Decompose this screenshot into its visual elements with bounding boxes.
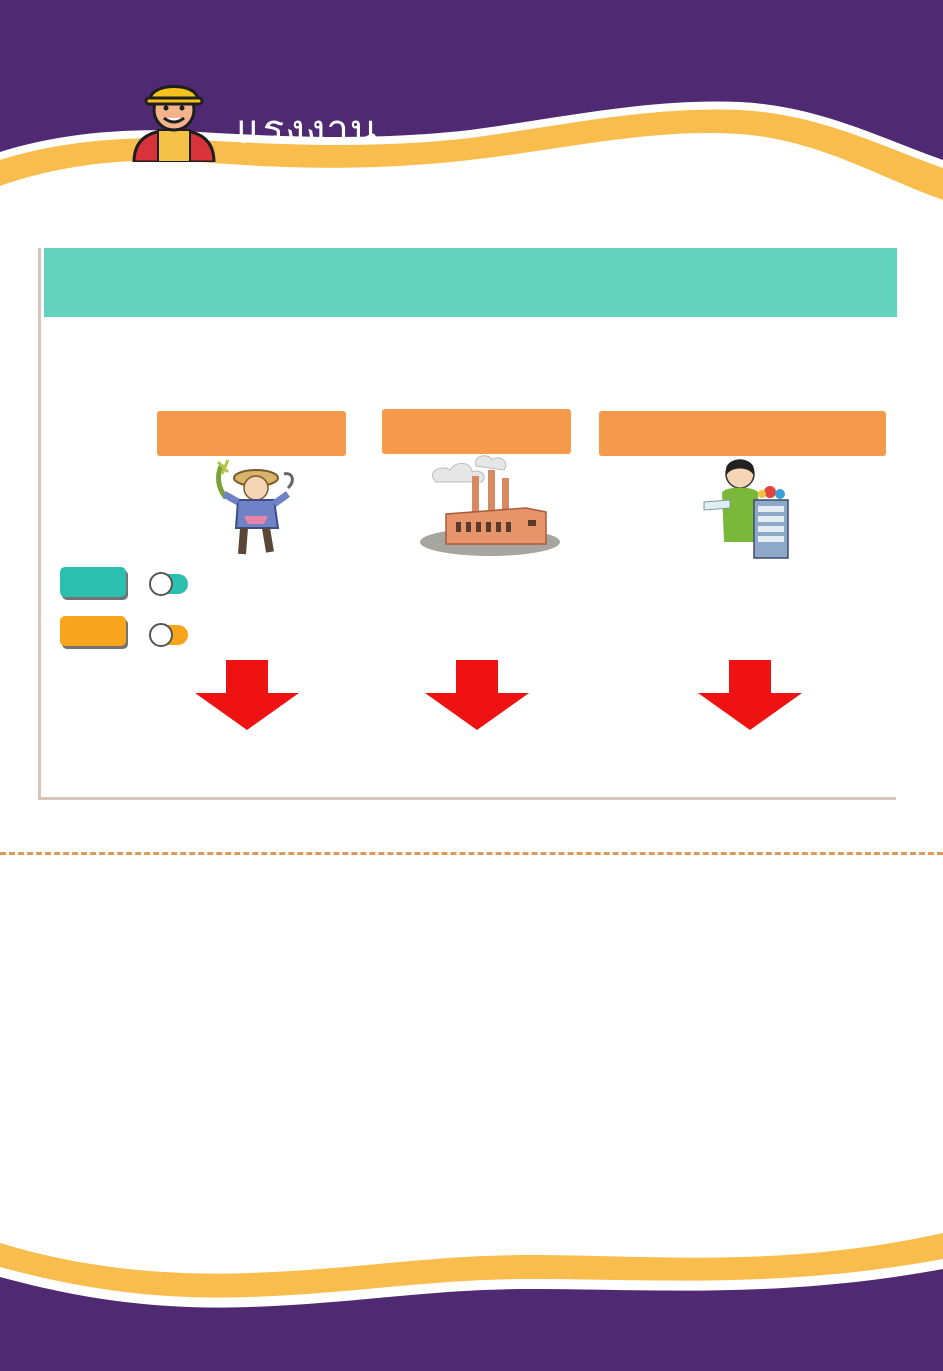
dashed-divider	[0, 852, 943, 855]
sector-label-industry	[382, 409, 571, 454]
sector-label-agriculture	[157, 411, 346, 456]
footer-wave-band	[0, 1233, 943, 1371]
content-panel	[38, 248, 896, 800]
toggle-icon	[149, 572, 188, 596]
legend-chip-teal	[60, 567, 126, 597]
page-title: แรงงาน	[236, 107, 379, 153]
factory-illustration	[420, 455, 560, 556]
down-arrow-icon	[195, 660, 299, 730]
toggle-icon	[149, 623, 188, 647]
legend-chip-orange	[60, 616, 126, 646]
vendor-illustration	[703, 459, 789, 559]
construction-worker-icon	[132, 85, 216, 162]
header-wave-band	[0, 0, 943, 200]
down-arrow-icon	[425, 660, 529, 730]
sector-label-services	[599, 411, 886, 456]
farmer-illustration	[216, 459, 294, 555]
panel-header-bar	[44, 248, 897, 317]
down-arrow-icon	[698, 660, 802, 730]
